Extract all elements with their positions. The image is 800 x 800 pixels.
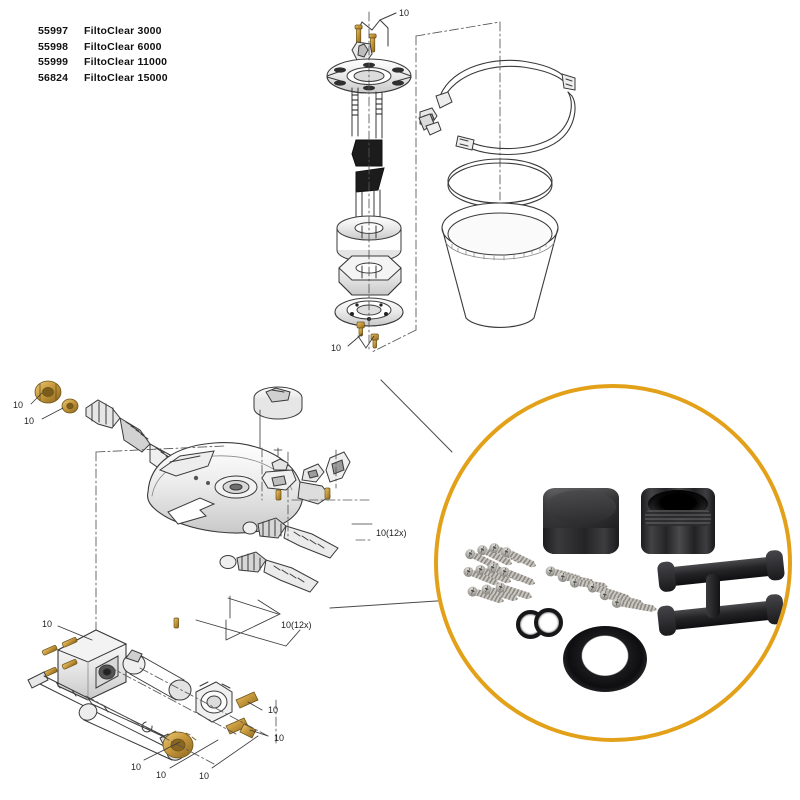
handle-cross-brace — [706, 574, 720, 618]
callout-10: 10 — [131, 762, 142, 772]
nut-threads — [645, 510, 711, 526]
head-construction-frame — [95, 445, 373, 637]
filter-head-body — [146, 442, 331, 534]
uvc-callout-leaders — [143, 701, 269, 769]
photo-leader-upper — [380, 379, 453, 453]
gold-washer-leader — [41, 407, 64, 420]
callout-10: 10 — [268, 705, 279, 715]
bottom-callout-leader — [347, 333, 363, 347]
callout-10: 10 — [331, 343, 342, 353]
gold-screw-top-left — [354, 24, 363, 44]
cap-knurled-rim — [543, 528, 619, 554]
part-number: 55998 — [38, 40, 69, 53]
clamp-band-upper — [435, 59, 576, 109]
gold-fitting-right-upper — [235, 691, 259, 709]
clamp-latch-parts — [418, 113, 442, 136]
pressure-gauge-knob — [253, 386, 303, 420]
uvc-ballast-cylinder — [122, 649, 192, 701]
center-shaft-rods-lower — [355, 189, 381, 227]
black-clamp-handle — [656, 593, 786, 637]
callout-10: 10 — [24, 416, 35, 426]
gold-fitting-right-lower — [225, 717, 257, 739]
black-threaded-nut — [641, 488, 715, 554]
part-model: FiltoClear 15000 — [84, 71, 168, 84]
callout-10: 10 — [274, 733, 285, 743]
part-number: 56824 — [38, 71, 69, 84]
callout-10-12x: 10(12x) — [281, 620, 312, 630]
gold-screw-bottom-left — [356, 321, 365, 337]
gold-screw-bottom-right — [370, 333, 379, 349]
gold-screw-uvc-top — [173, 617, 179, 629]
gold-knurled-cap — [162, 730, 197, 759]
gold-union-nut — [34, 380, 62, 404]
center-shaft-rods — [351, 87, 383, 139]
shaft-wedge-upper — [351, 139, 383, 167]
filter-vessel — [441, 202, 559, 328]
part-number: 55999 — [38, 56, 69, 68]
callout-10: 10 — [399, 8, 410, 18]
stainless-screw-group-long — [586, 580, 662, 614]
part-model: FiltoClear 11000 — [84, 56, 168, 68]
part-list-row: 55998 FiltoClear 6000 — [38, 40, 168, 56]
handle-knob — [765, 549, 786, 582]
part-number-list: 55997 FiltoClear 3000 55998 FiltoClear 600… — [38, 24, 168, 86]
handle-knob — [656, 604, 677, 637]
part-model: FiltoClear 3000 — [84, 25, 162, 37]
handle-knob — [656, 560, 677, 593]
photo-leader-lower — [329, 599, 453, 609]
uvc-construction-frame — [85, 665, 277, 765]
gold-nut-leader — [30, 392, 43, 405]
callout-10-12x: 10(12x) — [376, 528, 407, 538]
part-number: 55997 — [38, 25, 69, 37]
callout-10: 10 — [13, 400, 24, 410]
part-list-row: 56824 FiltoClear 15000 — [38, 71, 168, 87]
callout-leader-12x-lower — [227, 597, 279, 615]
gold-washer — [61, 398, 79, 414]
uvc-top-right-leader2 — [285, 629, 301, 647]
bottom-bracket-v — [357, 335, 375, 349]
callout-leader-12x-lower2 — [257, 599, 281, 615]
retaining-clip — [141, 721, 153, 733]
part-list-row: 55999 FiltoClear 11000 — [38, 55, 168, 71]
part-list-row: 55997 FiltoClear 3000 — [38, 24, 168, 40]
black-screw-cap — [543, 488, 619, 554]
shaft-wedge-lower — [355, 167, 385, 193]
octagonal-block — [338, 255, 402, 296]
hose-connector-upper — [242, 517, 339, 559]
valve-cap-part — [301, 463, 325, 483]
black-clamp-handle — [656, 549, 786, 593]
uvc-housing-leader — [57, 625, 93, 641]
uvc-top-right-leader — [195, 619, 287, 647]
cap-top-face — [546, 490, 616, 524]
valve-lever-part — [324, 451, 351, 500]
head-frame-leaders — [225, 595, 281, 641]
seal-and-screw-kit-photo — [434, 384, 792, 742]
clamp-band-lower — [455, 91, 576, 155]
part-model: FiltoClear 6000 — [84, 40, 162, 53]
callout-10: 10 — [42, 619, 53, 629]
uvc-electronics-housing — [41, 629, 128, 701]
hose-connector-lower — [219, 551, 319, 593]
top-screw-callout-bracket — [356, 12, 397, 47]
black-gasket-ring — [563, 626, 647, 692]
handle-knob — [765, 593, 786, 626]
callout-10: 10 — [156, 770, 167, 780]
callout-10: 10 — [199, 771, 210, 781]
clamp-handle-pair — [656, 549, 788, 642]
rubber-o-ring — [534, 608, 563, 637]
upper-construction-frame — [368, 11, 501, 353]
